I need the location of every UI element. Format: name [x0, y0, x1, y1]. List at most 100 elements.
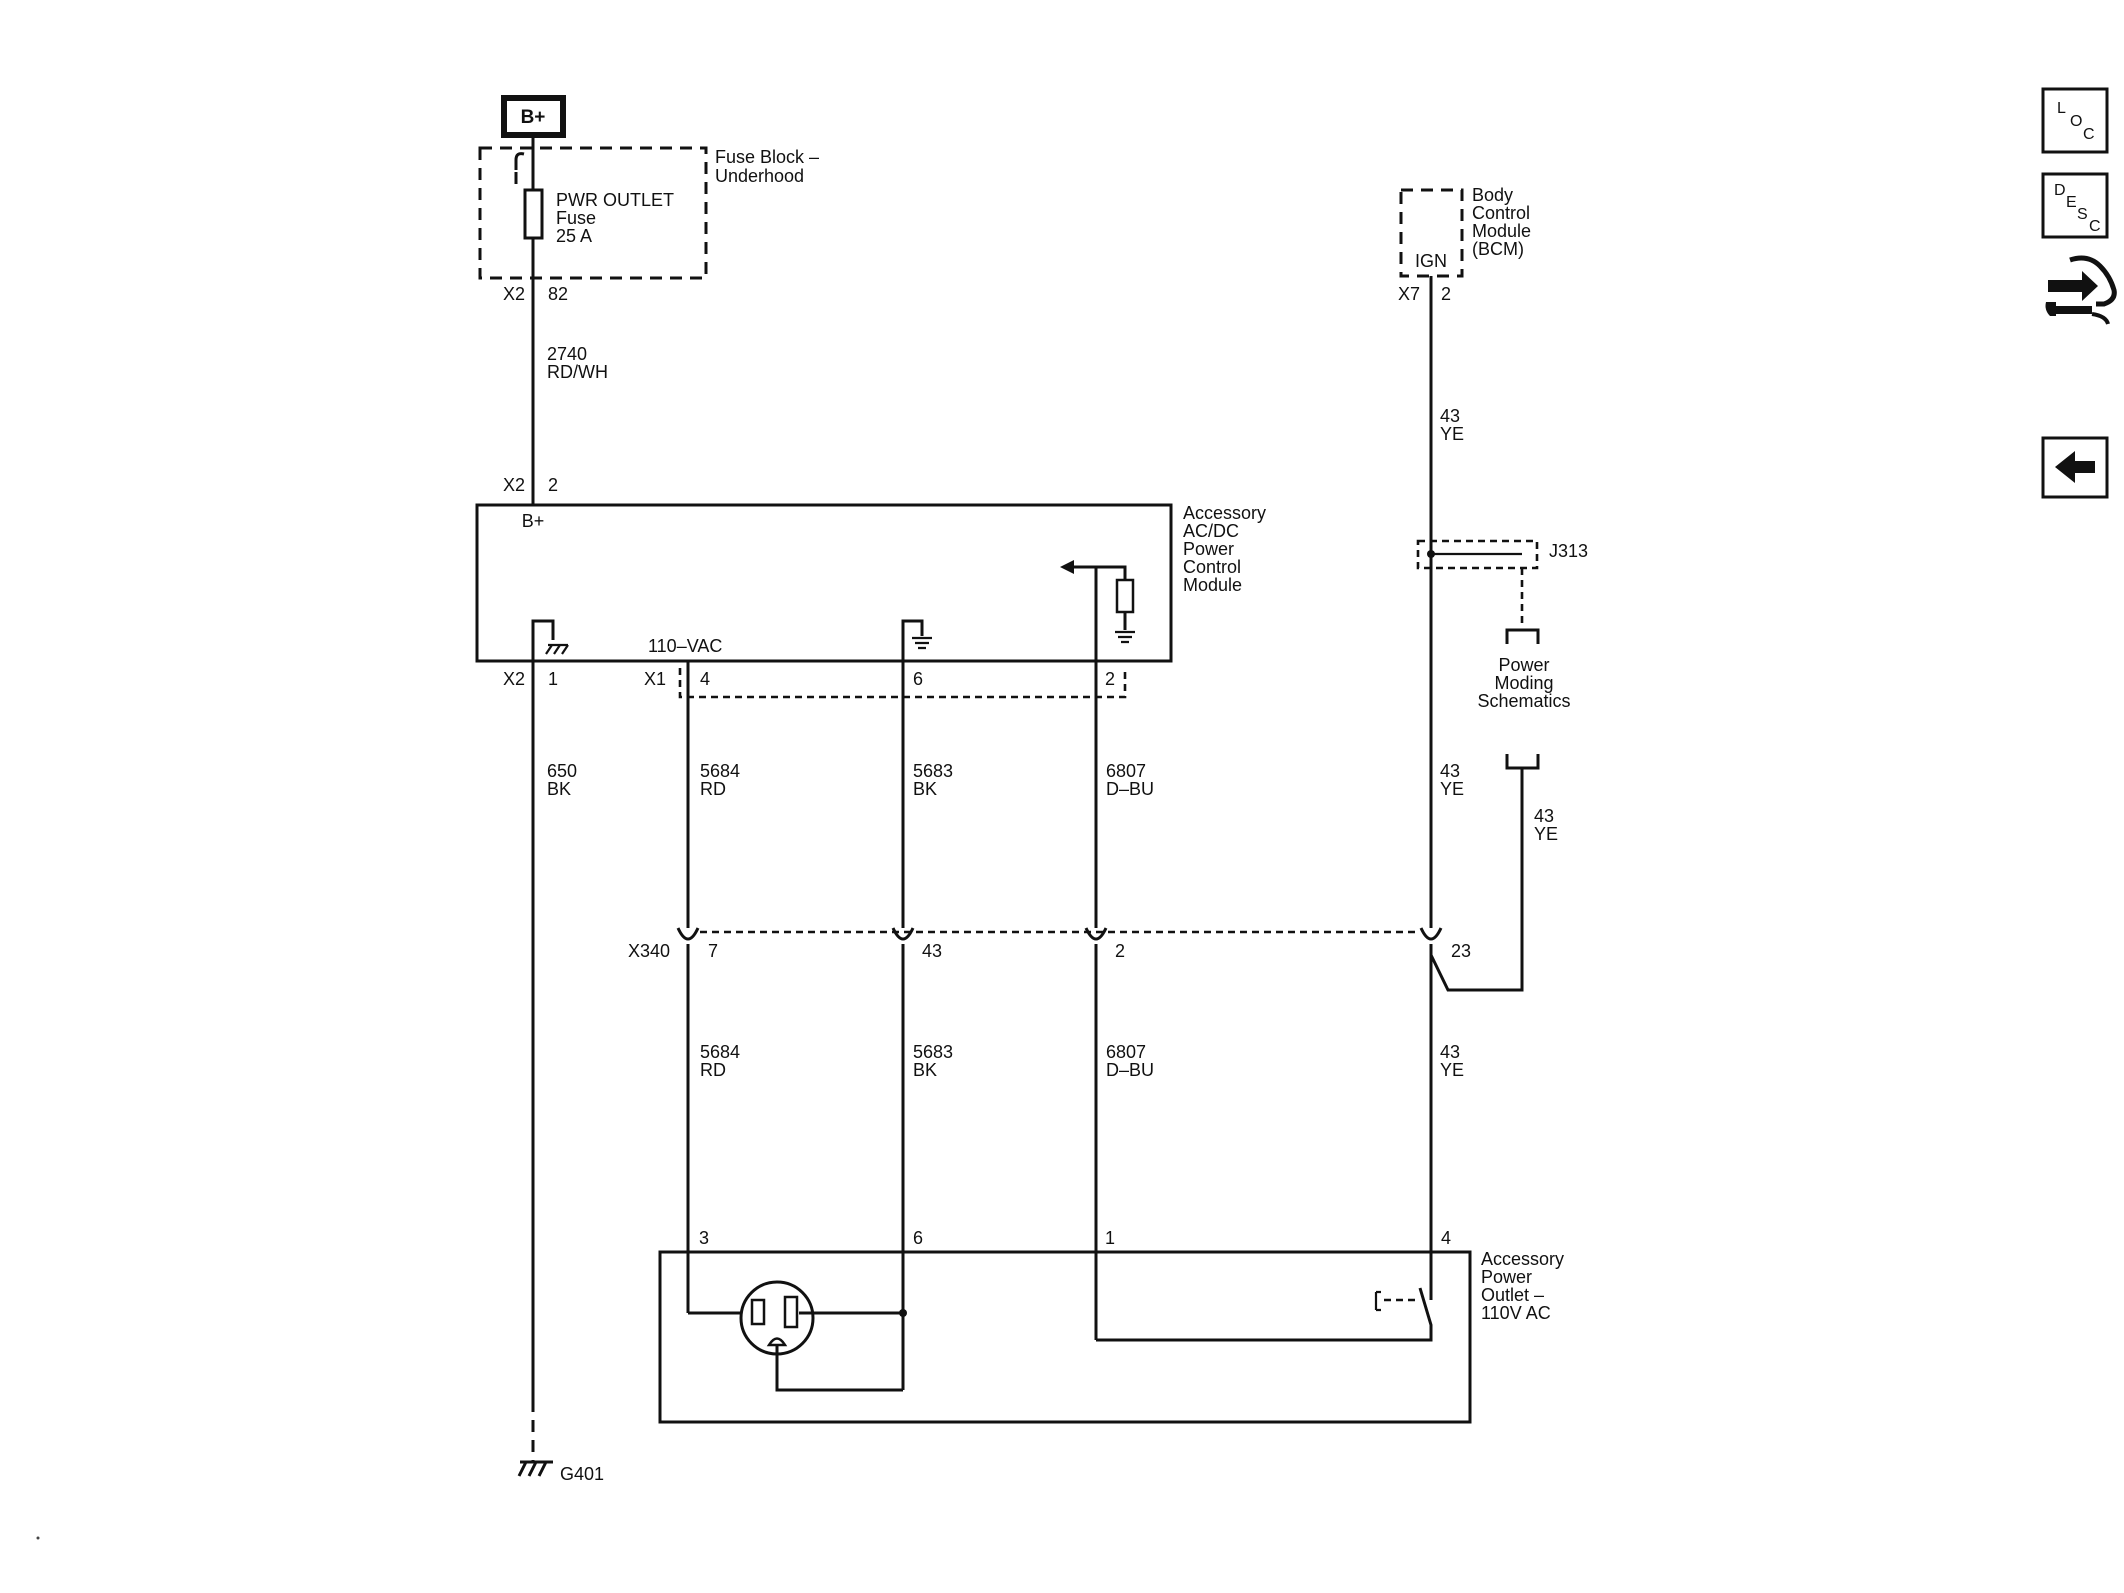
outlet-pin-b: 6: [913, 1228, 923, 1248]
fuse-block-title-2: Underhood: [715, 166, 804, 186]
x1-connector-outline: [678, 668, 1127, 699]
back-button[interactable]: [2041, 436, 2109, 499]
inline-connector-x340: [676, 910, 1443, 941]
outlet-title-4: 110V AC: [1481, 1303, 1551, 1323]
ac-receptacle-icon: [688, 1280, 907, 1392]
desc-letter-d: C: [2089, 218, 2101, 235]
circuit-650-number: 650: [547, 761, 577, 781]
circuit-5683-top-color: BK: [913, 779, 937, 799]
x340-pin-b: 43: [922, 941, 942, 961]
circuit-650-color: BK: [547, 779, 571, 799]
fuse-type: Fuse: [556, 208, 596, 228]
module-top-pin: 2: [548, 475, 558, 495]
desc-letter-a: D: [2054, 182, 2066, 199]
description-button[interactable]: D E S C: [2041, 172, 2109, 239]
circuit-43-branch-color: YE: [1534, 824, 1558, 844]
outlet-title-3: Outlet –: [1481, 1285, 1544, 1305]
bcm-title-3: Module: [1472, 221, 1531, 241]
module-x1-connector: X1: [644, 669, 666, 689]
module-gnd-connector: X2: [503, 669, 525, 689]
connector-hand-icon: [2045, 255, 2117, 325]
circuit-6807-bot-color: D–BU: [1106, 1060, 1154, 1080]
bcm-title-2: Control: [1472, 203, 1530, 223]
module-x1-pin-b: 6: [913, 669, 923, 689]
circuit-43-bot-color: YE: [1440, 1060, 1464, 1080]
module-x1-pin-c: 2: [1105, 669, 1115, 689]
bcm-connector: X7: [1398, 284, 1420, 304]
back-arrow-icon: [2055, 451, 2095, 483]
desc-letter-c: S: [2077, 206, 2088, 223]
fuse-name: PWR OUTLET: [556, 190, 674, 210]
circuit-6807-top-color: D–BU: [1106, 779, 1154, 799]
circuit-5683-bot-color: BK: [913, 1060, 937, 1080]
circuit-43-mid-number: 43: [1440, 761, 1460, 781]
outlet-pin-a: 3: [699, 1228, 709, 1248]
power-moding-line-2: Moding: [1494, 673, 1553, 693]
outlet-title-1: Accessory: [1481, 1249, 1564, 1269]
signal-ground-icon-1: [901, 619, 932, 661]
x340-pin-a: 7: [708, 941, 718, 961]
pwr-outlet-fuse: [523, 188, 544, 240]
fuse-block-title-1: Fuse Block –: [715, 147, 819, 167]
circuit-5684-top-color: RD: [700, 779, 726, 799]
splice-label: J313: [1549, 541, 1588, 561]
bcm-title-1: Body: [1472, 185, 1513, 205]
battery-positive-label: B+: [521, 107, 546, 128]
power-moding-line-3: Schematics: [1477, 691, 1570, 711]
circuit-5683-top-number: 5683: [913, 761, 953, 781]
bcm-pin: 2: [1441, 284, 1451, 304]
circuit-43-mid-color: YE: [1440, 779, 1464, 799]
module-title-1: Accessory: [1183, 503, 1266, 523]
circuit-5684-top-number: 5684: [700, 761, 740, 781]
module-gnd-pin: 1: [548, 669, 558, 689]
module-top-connector: X2: [503, 475, 525, 495]
circuit-2740-number: 2740: [547, 344, 587, 364]
module-110vac-label: 110–VAC: [648, 636, 722, 656]
outlet-pin-d: 4: [1441, 1228, 1451, 1248]
body-control-module: IGN Body Control Module (BCM): [1399, 185, 1531, 278]
circuit-43-top-color: YE: [1440, 424, 1464, 444]
accessory-power-outlet-110v: Accessory Power Outlet – 110V AC: [658, 1249, 1564, 1424]
circuit-43-bot-number: 43: [1440, 1042, 1460, 1062]
chassis-ground-icon: [531, 619, 569, 661]
bcm-ign-label: IGN: [1415, 251, 1447, 271]
accessory-ac-dc-power-control-module: B+ Accessory AC/DC Power Control Module …: [475, 503, 1266, 663]
module-bplus-label: B+: [522, 511, 545, 531]
circuit-2740-color: RD/WH: [547, 362, 608, 382]
loc-letter-b: O: [2070, 113, 2082, 130]
desc-letter-b: E: [2066, 194, 2077, 211]
circuit-6807-bot-number: 6807: [1106, 1042, 1146, 1062]
circuit-5684-bot-number: 5684: [700, 1042, 740, 1062]
circuit-5684-bot-color: RD: [700, 1060, 726, 1080]
connector-hand-button[interactable]: [2045, 255, 2117, 325]
battery-positive-source: B+: [501, 95, 566, 138]
fuse-rating: 25 A: [556, 226, 592, 246]
location-button[interactable]: L O C: [2041, 87, 2109, 154]
power-moding-reference: Power Moding Schematics: [1477, 628, 1571, 770]
circuit-6807-top-number: 6807: [1106, 761, 1146, 781]
fuse-block-underhood: Fuse Block – Underhood PWR OUTLET Fuse 2…: [478, 146, 819, 280]
loc-letter-c: C: [2083, 126, 2095, 143]
ground-label: G401: [560, 1464, 604, 1484]
module-title-5: Module: [1183, 575, 1242, 595]
bcm-title-4: (BCM): [1472, 239, 1524, 259]
module-title-2: AC/DC: [1183, 521, 1239, 541]
module-x1-pin-a: 4: [700, 669, 710, 689]
module-title-3: Power: [1183, 539, 1234, 559]
circuit-43-branch-number: 43: [1534, 806, 1554, 826]
module-title-4: Control: [1183, 557, 1241, 577]
fuse-block-pin: 82: [548, 284, 568, 304]
power-moding-line-1: Power: [1498, 655, 1549, 675]
circuit-43-top-number: 43: [1440, 406, 1460, 426]
x340-pin-c: 2: [1115, 941, 1125, 961]
outlet-title-2: Power: [1481, 1267, 1532, 1287]
circuit-5683-bot-number: 5683: [913, 1042, 953, 1062]
splice-j313: J313: [1416, 539, 1588, 623]
x340-pin-d: 23: [1451, 941, 1471, 961]
outlet-switch-icon: [1096, 1287, 1433, 1342]
pull-down-resistor-icon: [1060, 560, 1135, 661]
outlet-pin-c: 1: [1105, 1228, 1115, 1248]
loc-letter-a: L: [2057, 100, 2066, 117]
stray-mark: [36, 1536, 40, 1540]
